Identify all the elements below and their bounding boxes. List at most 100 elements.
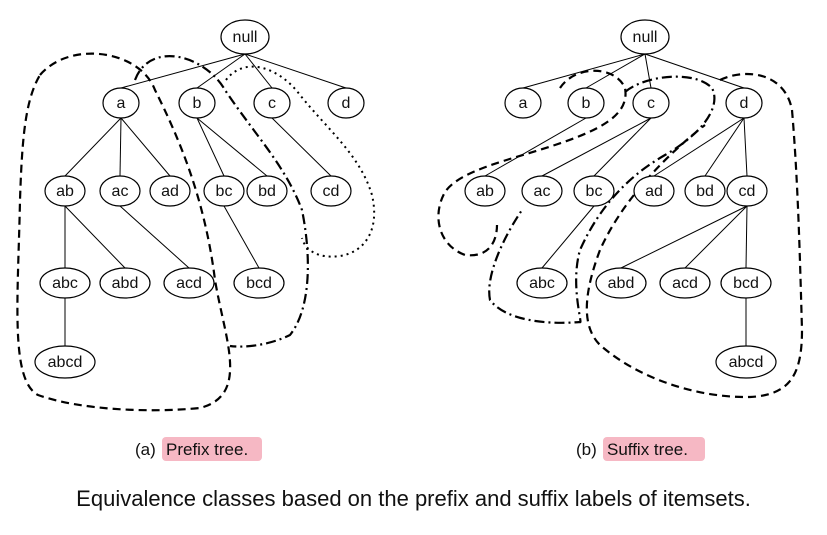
prefix-node-ad-label: ad (161, 183, 179, 200)
suffix-node-a: a (504, 87, 542, 119)
suffix-edge-cd-bcd (745, 205, 748, 269)
suffix-edge-d-ad (653, 117, 745, 177)
prefix-node-bc-label: bc (216, 183, 233, 200)
prefix-node-ab: ab (44, 175, 86, 207)
edges-layer (64, 53, 748, 346)
suffix-node-cd-ellipse (726, 175, 768, 207)
prefix-node-bd-ellipse (246, 175, 288, 207)
prefix-node-ab-label: ab (56, 183, 74, 200)
suffix-node-bc-ellipse (573, 175, 615, 207)
caption-prefix-tree-letter: (a) (135, 440, 156, 459)
suffix-node-d: d (725, 87, 763, 119)
suffix-node-ab-ellipse (464, 175, 506, 207)
suffix-node-bd: bd (684, 175, 726, 207)
suffix-node-a-label: a (519, 95, 528, 112)
suffix-node-bcd-ellipse (720, 267, 772, 299)
prefix-node-abcd-ellipse (34, 345, 96, 379)
suffix-edge-cd-acd (684, 205, 748, 269)
suffix-node-b-label: b (582, 95, 591, 112)
prefix-node-bc: bc (203, 175, 245, 207)
suffix-node-null-label: null (633, 29, 658, 46)
prefix-node-d: d (327, 87, 365, 119)
suffix-node-ac-label: ac (534, 183, 551, 200)
prefix-node-bcd-ellipse (233, 267, 285, 299)
suffix-node-abd-ellipse (595, 267, 647, 299)
prefix-edge-null-d (244, 53, 347, 89)
suffix-edge-null-d (644, 53, 745, 89)
suffix-edge-c-bc (593, 117, 652, 177)
suffix-node-d-label: d (740, 95, 749, 112)
suffix-node-null: null (620, 19, 670, 55)
prefix-edge-a-ac (119, 117, 122, 177)
suffix-node-ac: ac (521, 175, 563, 207)
suffix-node-bcd-label: bcd (733, 275, 759, 292)
suffix-node-acd: acd (659, 267, 711, 299)
suffix-edge-null-b (585, 53, 646, 89)
prefix-edge-c-cd (271, 117, 332, 177)
suffix-edge-b-ab (484, 117, 587, 177)
prefix-node-d-ellipse (327, 87, 365, 119)
region-prefix-b (133, 55, 309, 348)
suffix-node-c: c (632, 87, 670, 119)
prefix-node-c-ellipse (253, 87, 291, 119)
suffix-node-b: b (567, 87, 605, 119)
prefix-node-null-ellipse (220, 19, 270, 55)
prefix-node-abd-ellipse (99, 267, 151, 299)
suffix-node-acd-label: acd (672, 275, 698, 292)
suffix-edge-null-a (522, 53, 646, 89)
prefix-node-acd: acd (163, 267, 215, 299)
suffix-node-ab: ab (464, 175, 506, 207)
prefix-node-ac: ac (99, 175, 141, 207)
prefix-edge-bc-bcd (223, 205, 260, 269)
prefix-node-c: c (253, 87, 291, 119)
suffix-node-b-ellipse (567, 87, 605, 119)
suffix-node-bd-label: bd (696, 183, 714, 200)
suffix-node-ad-label: ad (645, 183, 663, 200)
prefix-node-bd: bd (246, 175, 288, 207)
suffix-node-abcd: abcd (715, 345, 777, 379)
caption-suffix-tree-label: Suffix tree. (607, 440, 688, 459)
region-suffix-b (437, 69, 627, 257)
suffix-node-bc: bc (573, 175, 615, 207)
caption-prefix-tree-label: Prefix tree. (166, 440, 248, 459)
region-prefix-a (16, 52, 232, 412)
suffix-node-null-ellipse (620, 19, 670, 55)
suffix-edge-c-ac (541, 117, 652, 177)
prefix-edge-a-ab (64, 117, 122, 177)
suffix-node-bcd: bcd (720, 267, 772, 299)
prefix-node-acd-ellipse (163, 267, 215, 299)
suffix-node-abd: abd (595, 267, 647, 299)
suffix-node-bc-label: bc (586, 183, 603, 200)
prefix-edge-null-a (120, 53, 246, 89)
prefix-node-cd-ellipse (310, 175, 352, 207)
prefix-node-ad: ad (149, 175, 191, 207)
prefix-node-abcd-label: abcd (48, 354, 83, 371)
prefix-node-abd-label: abd (112, 275, 139, 292)
suffix-node-abc: abc (516, 267, 568, 299)
suffix-node-ad: ad (633, 175, 675, 207)
figure-caption: Equivalence classes based on the prefix … (76, 486, 751, 511)
caption-suffix-tree: (b) Suffix tree. (576, 437, 705, 461)
suffix-node-ad-ellipse (633, 175, 675, 207)
highlight-suffix-tree (603, 437, 705, 461)
prefix-node-ac-ellipse (99, 175, 141, 207)
region-suffix-c (488, 75, 716, 324)
prefix-node-ab-ellipse (44, 175, 86, 207)
prefix-node-a-ellipse (102, 87, 140, 119)
prefix-node-cd-label: cd (323, 183, 340, 200)
suffix-node-abc-label: abc (529, 275, 555, 292)
suffix-edge-d-cd (743, 117, 748, 177)
prefix-node-bcd-label: bcd (246, 275, 272, 292)
suffix-node-acd-ellipse (659, 267, 711, 299)
prefix-edge-null-c (244, 53, 273, 89)
prefix-edge-null-b (196, 53, 246, 89)
prefix-edge-a-ad (120, 117, 171, 177)
prefix-node-bcd: bcd (233, 267, 285, 299)
prefix-node-c-label: c (268, 95, 276, 112)
prefix-node-b-label: b (193, 95, 202, 112)
prefix-edge-ab-abd (64, 205, 126, 269)
suffix-node-bd-ellipse (684, 175, 726, 207)
prefix-edge-ac-acd (119, 205, 190, 269)
suffix-node-abc-ellipse (516, 267, 568, 299)
